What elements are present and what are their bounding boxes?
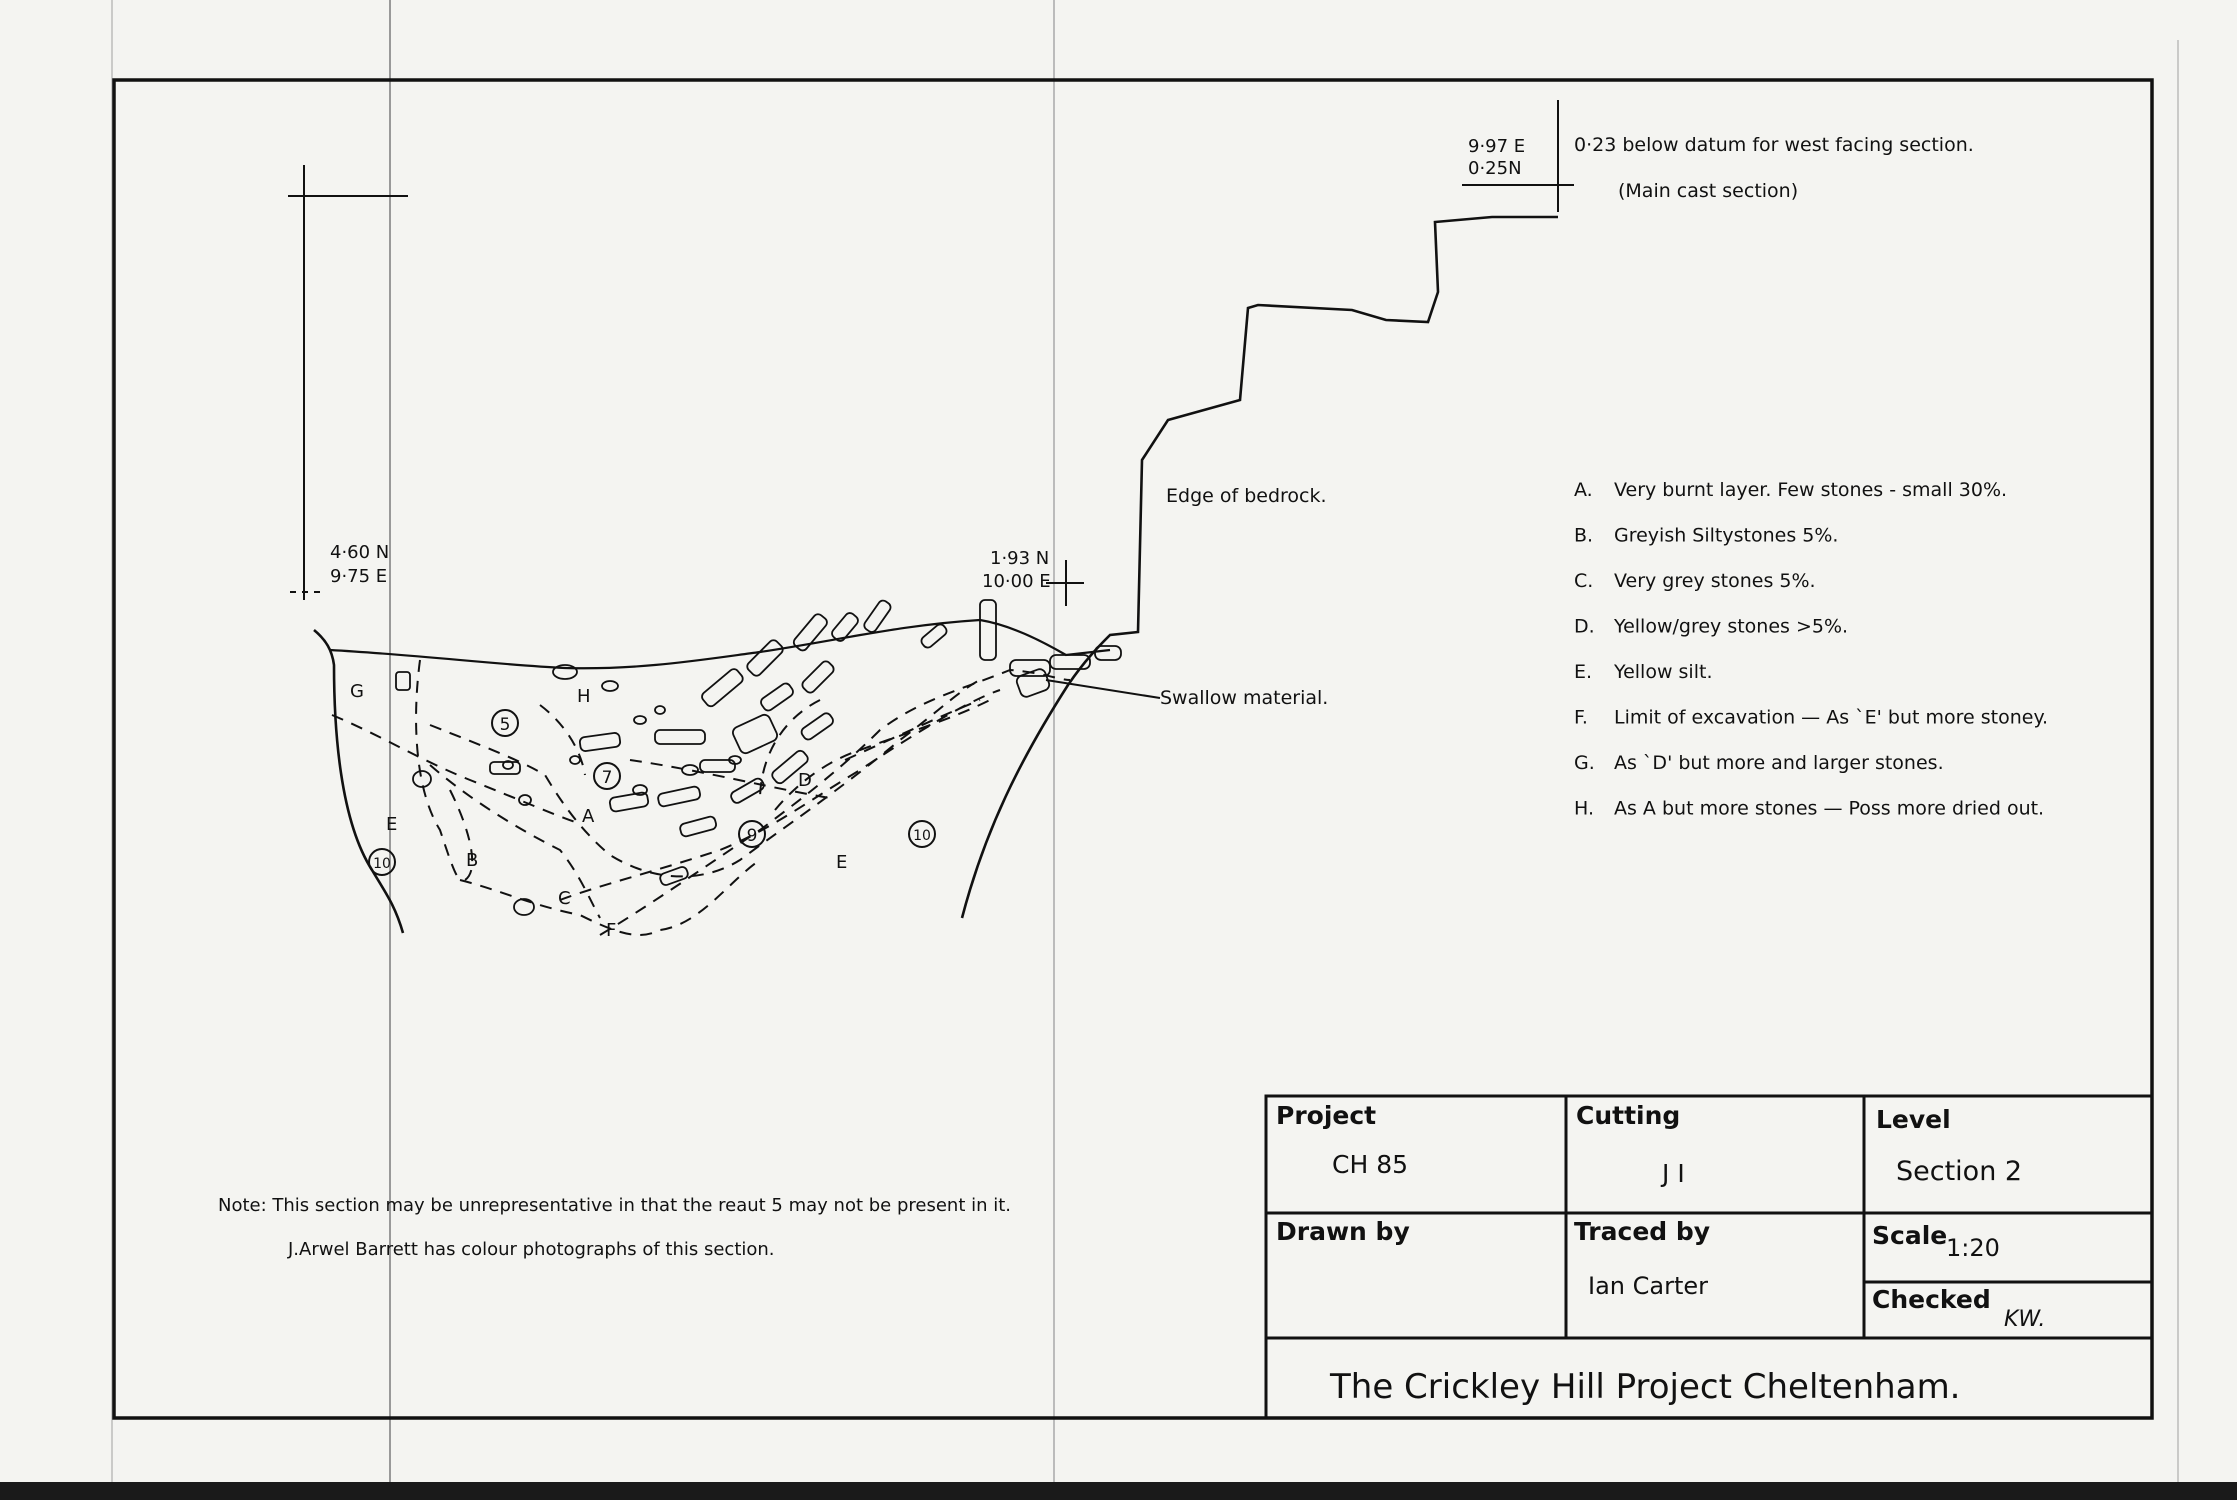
- legend-key-1: B.: [1574, 525, 1593, 547]
- ground-surface: [329, 618, 1111, 670]
- svg-text:9: 9: [747, 826, 758, 846]
- legend-text-5: Limit of excavation — As `E' but more st…: [1614, 707, 2048, 729]
- datum-left-e: 9·75 E: [330, 566, 387, 587]
- title-block-footer: The Crickley Hill Project Cheltenham.: [1329, 1367, 1961, 1407]
- label-E-right: E: [836, 852, 847, 873]
- svg-text:10: 10: [373, 856, 391, 872]
- datum-top-subnote: (Main cast section): [1618, 180, 1798, 202]
- cutting-label: Cutting: [1576, 1101, 1680, 1130]
- project-value: CH 85: [1332, 1150, 1408, 1179]
- label-F: F: [606, 920, 616, 941]
- scale-value: 1:20: [1946, 1234, 2000, 1262]
- svg-text:10: 10: [913, 828, 931, 844]
- svg-text:7: 7: [602, 768, 613, 788]
- legend: A. Very burnt layer. Few stones - small 3…: [1574, 479, 2048, 820]
- circled-context-9: 9: [738, 820, 766, 848]
- drawing-border: [112, 78, 2154, 1420]
- traced-by-label: Traced by: [1574, 1217, 1710, 1246]
- checked-value: KW.: [2004, 1307, 2045, 1332]
- legend-text-3: Yellow/grey stones >5%.: [1613, 616, 1848, 638]
- bedrock-profile-right: [960, 215, 1558, 919]
- datum-left-marker: [288, 165, 408, 600]
- legend-text-1: Greyish Siltystones 5%.: [1614, 525, 1838, 547]
- svg-text:5: 5: [500, 715, 511, 735]
- legend-key-2: C.: [1574, 570, 1593, 592]
- level-label: Level: [1876, 1105, 1951, 1134]
- legend-key-5: F.: [1574, 707, 1588, 729]
- legend-key-3: D.: [1574, 616, 1595, 638]
- datum-top-e: 9·97 E: [1468, 136, 1525, 157]
- datum-top-note: 0·23 below datum for west facing section…: [1574, 134, 1974, 156]
- scan-edge: [0, 1482, 2237, 1500]
- legend-text-7: As A but more stones — Poss more dried o…: [1614, 798, 2044, 820]
- legend-key-6: G.: [1574, 752, 1595, 774]
- circled-context-10-right: 10: [908, 820, 936, 848]
- label-A: A: [582, 806, 595, 827]
- section-outline-left: [313, 629, 405, 934]
- legend-text-4: Yellow silt.: [1613, 661, 1712, 683]
- swallow-pointer: [1045, 679, 1161, 699]
- datum-top-marker: [1462, 100, 1574, 212]
- drawn-by-label: Drawn by: [1276, 1217, 1410, 1246]
- label-D: D: [798, 770, 812, 791]
- project-label: Project: [1276, 1101, 1376, 1130]
- datum-mid-n: 1·93 N: [990, 548, 1049, 569]
- note-line-1: Note: This section may be unrepresentati…: [218, 1195, 1011, 1216]
- label-E-left: E: [386, 814, 397, 835]
- legend-key-7: H.: [1574, 798, 1594, 820]
- circled-context-5: 5: [491, 709, 519, 737]
- label-edge-of-bedrock: Edge of bedrock.: [1166, 485, 1327, 507]
- cutting-value: J I: [1660, 1159, 1685, 1188]
- datum-mid-marker: [1046, 560, 1084, 606]
- circled-context-10-left: 10: [368, 848, 396, 876]
- label-C: C: [558, 888, 571, 909]
- stones: [395, 599, 1122, 916]
- note-line-2: J.Arwel Barrett has colour photographs o…: [287, 1239, 775, 1260]
- label-H: H: [577, 686, 591, 707]
- legend-key-4: E.: [1574, 661, 1592, 683]
- label-swallow-material: Swallow material.: [1160, 687, 1328, 709]
- legend-text-0: Very burnt layer. Few stones - small 30%…: [1614, 479, 2007, 501]
- datum-mid-e: 10·00 E: [982, 571, 1051, 592]
- level-value: Section 2: [1896, 1156, 2022, 1187]
- traced-by-value: Ian Carter: [1588, 1272, 1708, 1300]
- label-G: G: [350, 681, 364, 702]
- legend-text-6: As `D' but more and larger stones.: [1614, 752, 1944, 774]
- legend-text-2: Very grey stones 5%.: [1614, 570, 1816, 592]
- label-B: B: [466, 850, 478, 871]
- datum-top-n: 0·25N: [1468, 158, 1522, 179]
- datum-left-n: 4·60 N: [330, 542, 389, 563]
- checked-label: Checked: [1872, 1285, 1991, 1314]
- title-block: [1264, 1094, 2154, 1420]
- scale-label: Scale: [1872, 1221, 1947, 1250]
- circled-context-7: 7: [593, 762, 621, 790]
- legend-key-0: A.: [1574, 479, 1593, 501]
